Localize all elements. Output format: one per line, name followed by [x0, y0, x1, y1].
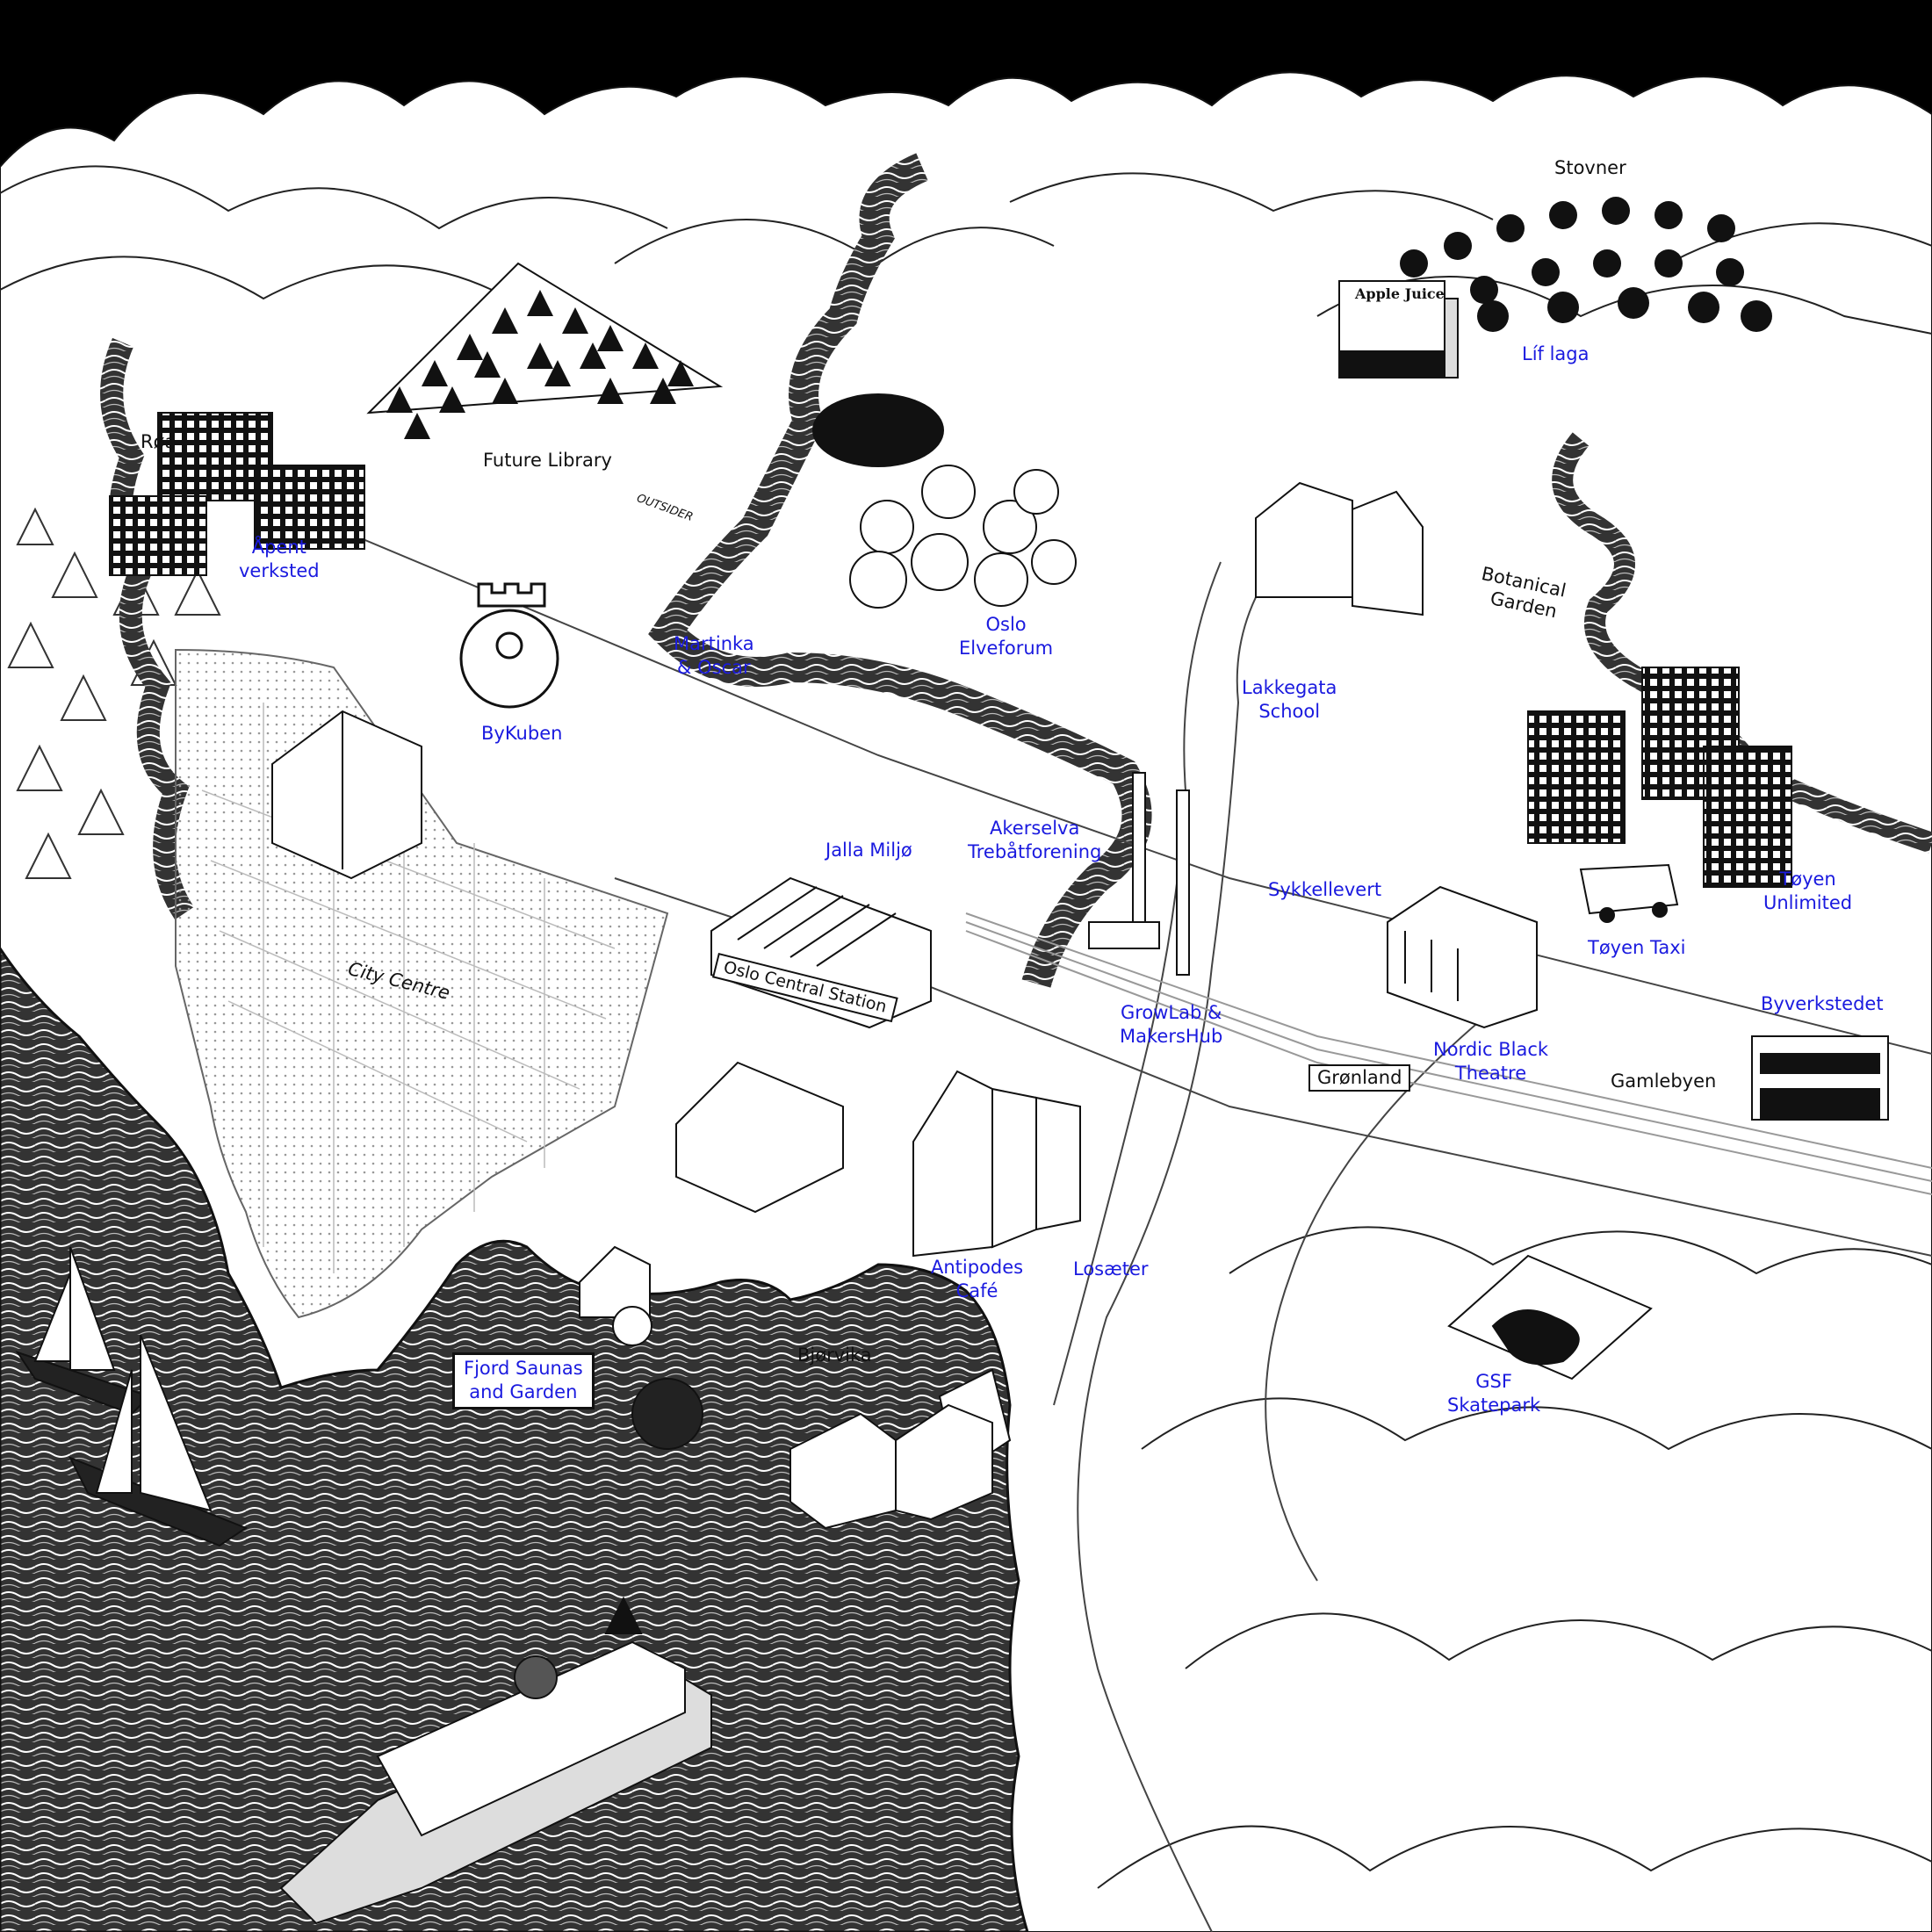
label-gamlebyen: Gamlebyen: [1611, 1071, 1717, 1092]
label-line: Martinka: [674, 633, 754, 654]
east-river: [1552, 432, 1932, 854]
label-line: verksted: [239, 560, 320, 582]
lakkegata-school: [1255, 481, 1424, 616]
label-jalla-miljo[interactable]: Jalla Miljø: [825, 840, 912, 861]
label-gsf-skatepark[interactable]: GSF Skatepark: [1447, 1370, 1540, 1418]
label-toyen-taxi[interactable]: Tøyen Taxi: [1588, 937, 1686, 958]
bykuben-emblem: [459, 582, 559, 709]
city-grid-lines: [201, 703, 616, 1273]
label-bykuben[interactable]: ByKuben: [481, 723, 563, 744]
future-library-forest: [366, 262, 724, 439]
label-line: Elveforum: [959, 638, 1054, 660]
label-line: Nordic Black: [1433, 1039, 1549, 1060]
stovner-orchard: [1400, 197, 1772, 332]
label-line: GSF: [1475, 1371, 1512, 1392]
label-line: Oslo: [985, 614, 1027, 635]
label-line: Lakkegata: [1242, 677, 1337, 698]
label-losaeter[interactable]: Losæter: [1073, 1258, 1149, 1280]
label-line: Trebåtforening: [968, 841, 1102, 863]
label-line: Tøyen: [1779, 869, 1836, 890]
railway: [965, 912, 1932, 1195]
toyen-taxi-van: [1579, 863, 1679, 923]
toyen-buildings: [1527, 667, 1792, 888]
label-line: Akerselva: [990, 818, 1080, 839]
apple-juice-stall: [1338, 280, 1459, 378]
river-pool: [812, 393, 944, 467]
fjord-saunas: [579, 1245, 703, 1450]
label-martinka-oscar[interactable]: Martinka & Oscar: [674, 632, 754, 681]
label-line: School: [1258, 701, 1321, 723]
label-gronland: Grønland: [1308, 1064, 1411, 1092]
label-line: Skatepark: [1447, 1395, 1541, 1417]
cruise-ship: [279, 1596, 712, 1925]
label-line: & Oscar: [677, 657, 751, 679]
bjorvika-buildings: [675, 1061, 1081, 1530]
west-river: [100, 337, 195, 920]
label-stovner: Stovner: [1554, 157, 1626, 178]
label-line: Fjord Saunas: [464, 1358, 583, 1379]
label-line: Antipodes: [931, 1257, 1024, 1278]
city-hall-building: [271, 710, 422, 880]
label-future-library: Future Library: [483, 450, 612, 471]
sailboats: [15, 1246, 249, 1547]
label-line: MakersHub: [1120, 1026, 1223, 1048]
label-line: Theatre: [1454, 1063, 1527, 1085]
roa-buildings: [109, 412, 365, 576]
label-roa: Røa: [141, 431, 177, 452]
growlab-pillars: [1088, 772, 1190, 976]
label-line: GrowLab &: [1120, 1002, 1222, 1023]
elveforum-trees: [849, 465, 1077, 609]
label-line: and Garden: [469, 1381, 578, 1403]
nordic-black-theatre: [1387, 885, 1538, 1029]
label-sykkellevert[interactable]: Sykkellevert: [1268, 879, 1382, 900]
label-apple-juice: Apple Juice: [1355, 285, 1445, 302]
byverkstedet-building: [1751, 1035, 1889, 1121]
label-line: Unlimited: [1763, 892, 1853, 914]
label-growlab[interactable]: GrowLab & MakersHub: [1120, 1001, 1222, 1049]
label-byverkstedet[interactable]: Byverkstedet: [1761, 993, 1884, 1014]
label-lif-laga[interactable]: Líf laga: [1522, 343, 1590, 364]
gsf-skatepark: [1447, 1254, 1653, 1381]
label-line: Café: [955, 1280, 998, 1302]
label-bjorvika: Bjørvika: [797, 1344, 872, 1366]
label-line: Åpent: [251, 537, 306, 558]
